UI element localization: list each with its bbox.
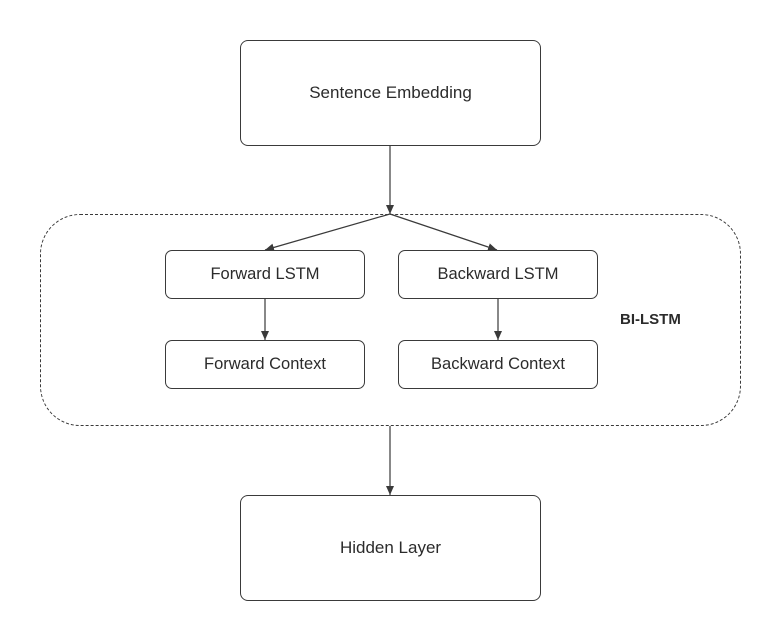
edge-split-to-forward-lstm (264, 213, 391, 252)
hidden-layer-node: Hidden Layer (240, 495, 541, 601)
forward-context-label: Forward Context (204, 355, 326, 373)
backward-lstm-node: Backward LSTM (398, 250, 598, 299)
forward-lstm-label: Forward LSTM (210, 265, 320, 283)
backward-context-node: Backward Context (398, 340, 598, 389)
forward-context-node: Forward Context (165, 340, 365, 389)
bi-lstm-group-label: BI-LSTM (620, 311, 681, 328)
forward-lstm-node: Forward LSTM (165, 250, 365, 299)
hidden-layer-label: Hidden Layer (339, 538, 442, 557)
backward-context-label: Backward Context (431, 355, 565, 373)
edge-split-to-backward-lstm (389, 213, 498, 251)
sentence-embedding-label: Sentence Embedding (309, 83, 472, 102)
backward-lstm-label: Backward LSTM (437, 265, 559, 283)
sentence-embedding-node: Sentence Embedding (240, 40, 541, 146)
